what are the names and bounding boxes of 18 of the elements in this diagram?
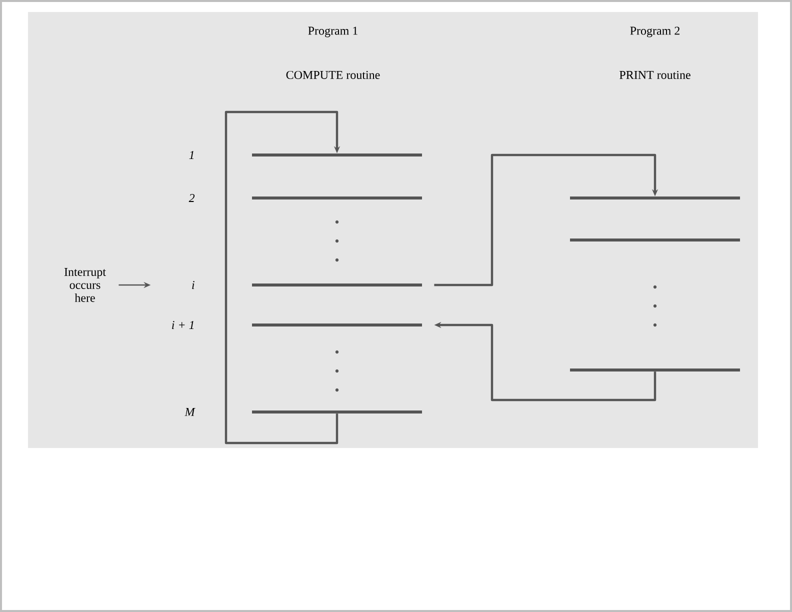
instruction-line [252,323,422,326]
arrow [434,154,658,286]
instruction-line [570,238,740,242]
line-number: M [184,408,196,416]
line-number: 1 [189,151,194,159]
arrow [224,110,340,444]
instruction-line [252,410,422,414]
heading: PRINT routine [620,70,690,79]
heading: COMPUTE routine [286,70,380,79]
line-number: i [192,281,194,289]
instruction-line [252,283,422,286]
note-text: Interrupt occurs here [64,268,106,302]
line-number: i + 1 [172,321,194,329]
instruction-line [570,368,740,372]
line-number: 2 [188,194,195,202]
heading: Program 2 [630,26,680,38]
instruction-line [252,196,422,200]
heading: Program 1 [308,26,358,38]
